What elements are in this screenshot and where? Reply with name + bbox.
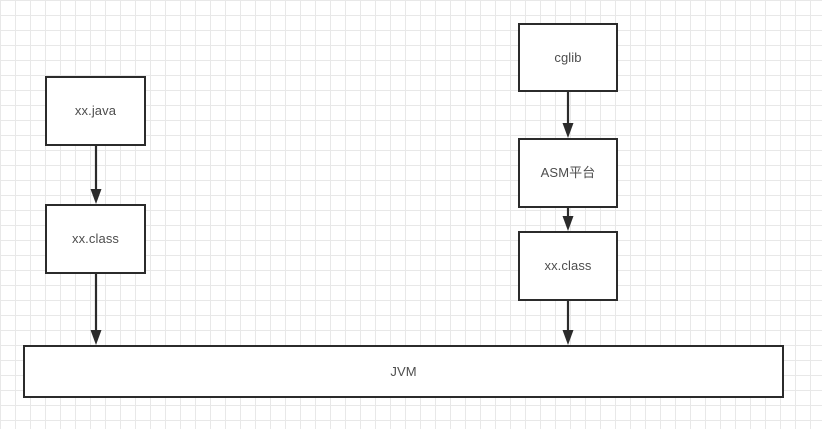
node-xx-java-label: xx.java: [74, 103, 117, 119]
edge-xx-class-right-to-jvm: [552, 301, 584, 345]
node-xx-java[interactable]: xx.java: [45, 76, 146, 146]
edge-xx-class-to-jvm: [80, 274, 112, 345]
node-xx-class-left-label: xx.class: [71, 231, 120, 247]
node-xx-class-right-label: xx.class: [544, 258, 592, 274]
node-xx-class-left[interactable]: xx.class: [45, 204, 146, 274]
edge-xx-java-to-xx-class: [80, 146, 112, 204]
node-asm-platform[interactable]: ASM平台: [518, 138, 618, 208]
node-cglib-label: cglib: [554, 49, 582, 65]
edge-asm-to-xx-class: [552, 208, 584, 231]
node-asm-platform-label: ASM平台: [540, 165, 596, 181]
node-jvm-label: JVM: [390, 363, 417, 379]
edge-cglib-to-asm: [552, 92, 584, 138]
node-xx-class-right[interactable]: xx.class: [518, 231, 618, 301]
node-jvm[interactable]: JVM: [23, 345, 784, 398]
node-cglib[interactable]: cglib: [518, 23, 618, 92]
